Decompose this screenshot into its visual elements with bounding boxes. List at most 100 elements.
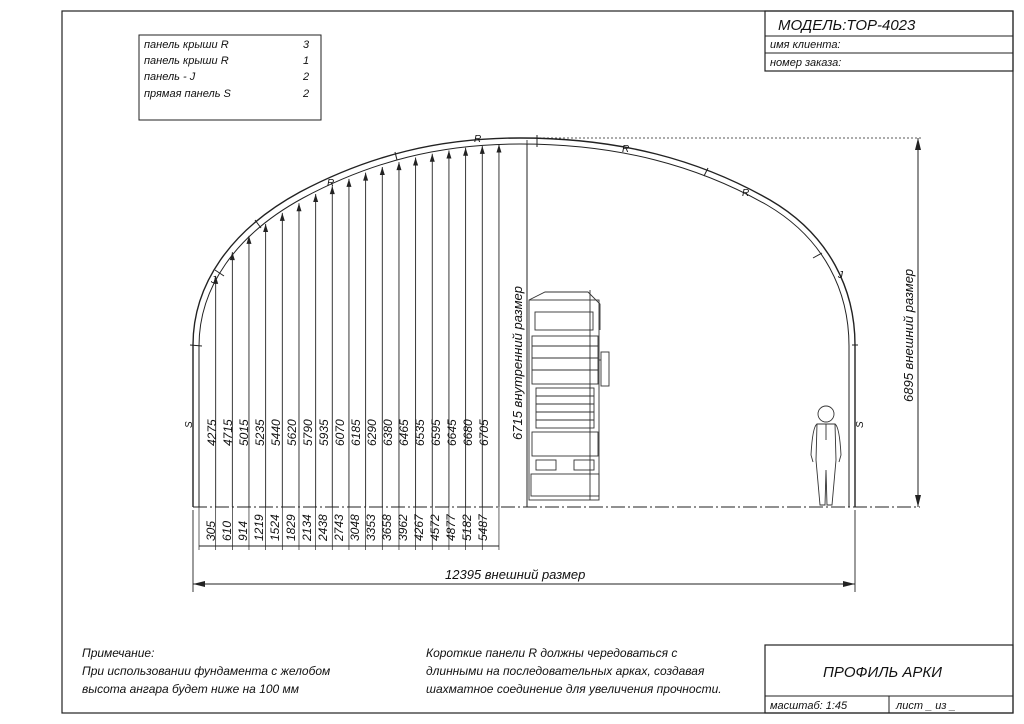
inner-height-dimension: 6715 внутренний размер xyxy=(510,144,528,507)
height-dimension-arrow xyxy=(463,147,469,156)
part-name: прямая панель S xyxy=(144,88,232,100)
offset-label: 914 xyxy=(236,521,250,541)
parts-list: панель крыши R 3 панель крыши R 1 панель… xyxy=(138,34,322,121)
offset-label: 5487 xyxy=(476,513,490,541)
offset-label: 610 xyxy=(220,521,234,541)
panel-label-s-right: S xyxy=(855,421,866,428)
note-line: При использовании фундамента с желобом xyxy=(82,664,330,678)
offset-label: 305 xyxy=(204,521,218,541)
title-block: МОДЕЛЬ:TOP-4023 имя клиента: номер заказ… xyxy=(764,10,1014,72)
height-labels: 4275 4715 5015 5235 5440 5620 5790 5935 … xyxy=(205,419,491,446)
panel-label-j-right: J xyxy=(837,270,844,281)
panel-label-r: R xyxy=(327,178,334,189)
height-dimension-arrow xyxy=(479,145,485,154)
part-qty: 2 xyxy=(302,88,309,100)
height-label: 6595 xyxy=(429,419,443,446)
truck-illustration xyxy=(528,290,610,501)
height-label: 6680 xyxy=(461,419,475,446)
client-label: имя клиента: xyxy=(770,39,841,51)
offset-label: 3658 xyxy=(380,514,394,541)
height-label: 5015 xyxy=(237,419,251,446)
outer-height-label: 6895 внешний размер xyxy=(901,269,916,402)
order-label: номер заказа: xyxy=(770,57,841,69)
offset-label: 2134 xyxy=(300,514,314,542)
model-label: МОДЕЛЬ:TOP-4023 xyxy=(778,17,916,34)
part-qty: 1 xyxy=(303,55,309,67)
offset-label: 1524 xyxy=(268,514,282,541)
arch-panel-labels: S J R R R R J S xyxy=(184,134,866,428)
panel-label-s-left: S xyxy=(184,421,195,428)
width-label: 12395 внешний размер xyxy=(445,567,585,582)
height-dimension-arrow xyxy=(279,212,285,221)
height-dimension-arrow xyxy=(313,194,319,203)
height-dimension-arrow xyxy=(396,162,402,171)
height-label: 6380 xyxy=(381,419,395,446)
height-label: 5235 xyxy=(253,419,267,446)
offset-label: 3048 xyxy=(348,514,362,541)
note-line: высота ангара будет ниже на 100 мм xyxy=(82,682,299,696)
height-dimension-arrow xyxy=(246,235,252,244)
part-name: панель крыши R xyxy=(144,55,229,67)
part-qty: 3 xyxy=(303,39,310,51)
offset-label: 4877 xyxy=(444,513,458,541)
height-dimension-arrow xyxy=(263,224,269,233)
height-label: 6705 xyxy=(477,419,491,446)
height-label: 6465 xyxy=(397,419,411,446)
note-line: Короткие панели R должны чередоваться с xyxy=(426,646,677,660)
foundation-note: Примечание: При использовании фундамента… xyxy=(82,646,330,696)
outer-height-dimension: 6895 внешний размер xyxy=(527,137,922,507)
stamp-scale: масштаб: 1:45 xyxy=(770,700,848,712)
height-label: 5790 xyxy=(301,419,315,446)
offset-label: 5182 xyxy=(460,514,474,541)
offset-label: 3962 xyxy=(396,514,410,541)
height-label: 5935 xyxy=(317,419,331,446)
height-label: 4275 xyxy=(205,419,219,446)
height-dimension-arrow xyxy=(496,144,502,153)
panel-label-r: R xyxy=(474,134,481,145)
height-dimension-arrow xyxy=(346,178,352,187)
panel-label-j-left: J xyxy=(210,275,217,286)
offset-label: 2743 xyxy=(332,514,346,542)
offset-label: 1829 xyxy=(284,514,298,541)
height-dimension-arrow xyxy=(413,157,419,166)
inner-height-label: 6715 внутренний размер xyxy=(510,286,525,440)
part-name: панель - J xyxy=(144,71,196,83)
height-label: 6070 xyxy=(333,419,347,446)
height-label: 6185 xyxy=(349,419,363,446)
height-dimension-arrow xyxy=(429,153,435,162)
panel-label-r: R xyxy=(622,144,629,155)
person-illustration xyxy=(810,405,842,506)
height-label: 6290 xyxy=(365,419,379,446)
offset-labels: 305 610 914 1219 1524 1829 2134 2438 274… xyxy=(204,513,490,542)
r-panel-note: Короткие панели R должны чередоваться с … xyxy=(426,646,722,696)
height-dimension-arrow xyxy=(229,252,235,261)
height-dimension-arrow xyxy=(446,150,452,159)
offset-label: 4572 xyxy=(428,514,442,541)
part-qty: 2 xyxy=(302,71,309,83)
height-label: 5620 xyxy=(285,419,299,446)
height-label: 5440 xyxy=(269,419,283,446)
stamp-title: ПРОФИЛЬ АРКИ xyxy=(823,664,942,681)
arch-profile xyxy=(189,135,858,507)
height-dimension-arrow xyxy=(363,172,369,181)
panel-label-r: R xyxy=(742,188,749,199)
height-label: 4715 xyxy=(221,419,235,446)
offset-label: 3353 xyxy=(364,514,378,541)
offset-label: 2438 xyxy=(316,514,330,542)
note-line: шахматное соединение для увеличения проч… xyxy=(426,682,722,696)
stamp-block: ПРОФИЛЬ АРКИ масштаб: 1:45 лист _ из _ xyxy=(764,644,1014,714)
offset-label: 1219 xyxy=(252,514,266,541)
height-dimension-arrow xyxy=(329,186,335,195)
height-label: 6645 xyxy=(445,419,459,446)
sheet-frame xyxy=(61,10,1014,714)
height-dimension-arrow xyxy=(296,203,302,212)
part-name: панель крыши R xyxy=(144,39,229,51)
height-dimension-arrow xyxy=(379,166,385,175)
height-dimensions xyxy=(198,144,502,550)
height-dimension-arrow xyxy=(213,275,219,284)
note-heading: Примечание: xyxy=(82,646,154,660)
offset-label: 4267 xyxy=(412,513,426,541)
note-line: длинными на последовательных арках, созд… xyxy=(426,664,705,678)
stamp-sheet: лист _ из _ xyxy=(895,700,956,712)
